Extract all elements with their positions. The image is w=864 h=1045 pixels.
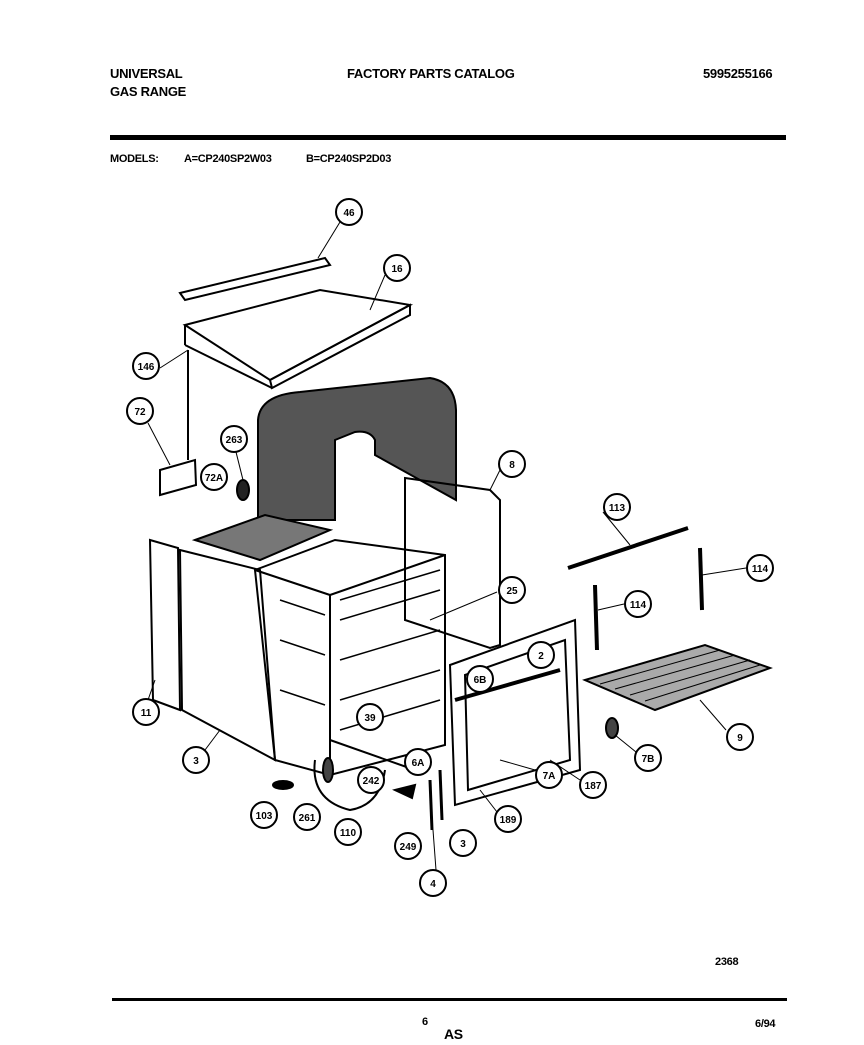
model-b: B=CP240SP2D03 (306, 153, 392, 165)
callout: 189 (494, 805, 522, 833)
callout: 103 (250, 801, 278, 829)
brand-line1: UNIVERSAL (110, 66, 183, 81)
models-label: MODELS: (110, 153, 159, 165)
callouts: 46 16 146 72 263 72A 8 113 114 114 25 2 … (126, 198, 774, 897)
top-panel (182, 288, 414, 382)
callout: 242 (357, 766, 385, 794)
svg-text:11: 11 (141, 708, 152, 719)
svg-text:261: 261 (299, 813, 316, 824)
callout: 6B (466, 665, 494, 693)
brand-line2: GAS RANGE (110, 84, 187, 99)
svg-text:46: 46 (343, 208, 355, 219)
svg-text:103: 103 (256, 811, 273, 822)
callout: 110 (334, 818, 362, 846)
svg-text:39: 39 (364, 713, 376, 724)
svg-text:8: 8 (509, 460, 515, 471)
svg-text:16: 16 (391, 264, 403, 275)
catalog-title: FACTORY PARTS CATALOG (347, 66, 515, 81)
svg-text:2: 2 (538, 651, 544, 662)
svg-text:72A: 72A (205, 473, 223, 484)
page-number: 6 (422, 1016, 428, 1028)
top-brace (178, 256, 332, 302)
svg-text:114: 114 (630, 600, 647, 611)
callout: 114 (624, 590, 652, 618)
svg-text:3: 3 (193, 756, 199, 767)
callout: 114 (746, 554, 774, 582)
callout: 46 (335, 198, 363, 226)
svg-text:7A: 7A (543, 771, 556, 782)
drawing-number: 2368 (715, 956, 739, 968)
svg-text:242: 242 (363, 776, 380, 787)
model-a: A=CP240SP2W03 (184, 153, 272, 165)
callout: 72A (200, 463, 228, 491)
oven-rack (582, 643, 773, 712)
svg-text:114: 114 (752, 564, 769, 575)
section-code: AS (444, 1026, 463, 1042)
callout: 261 (293, 803, 321, 831)
svg-text:6B: 6B (474, 675, 487, 686)
catalog-date: 6/94 (755, 1018, 776, 1030)
callout: 8 (498, 450, 526, 478)
svg-text:189: 189 (500, 815, 517, 826)
oven-door (448, 618, 582, 807)
svg-text:72: 72 (134, 407, 146, 418)
callout: 2 (527, 641, 555, 669)
callout: 3 (449, 829, 477, 857)
svg-text:7B: 7B (642, 754, 655, 765)
svg-text:263: 263 (226, 435, 243, 446)
callout: 9 (726, 723, 754, 751)
side-panel-left (178, 548, 277, 762)
callout: 7B (634, 744, 662, 772)
callout: 39 (356, 703, 384, 731)
callout: 249 (394, 832, 422, 860)
callout: 16 (383, 254, 411, 282)
callout: 187 (579, 771, 607, 799)
callout: 6A (404, 748, 432, 776)
callout: 113 (603, 493, 631, 521)
callout: 72 (126, 397, 154, 425)
catalog-number: 5995255166 (703, 66, 773, 81)
svg-text:25: 25 (506, 586, 518, 597)
svg-text:110: 110 (340, 828, 357, 839)
callout: 3 (182, 746, 210, 774)
svg-text:249: 249 (400, 842, 417, 853)
callout: 263 (220, 425, 248, 453)
svg-text:146: 146 (138, 362, 155, 373)
svg-text:113: 113 (609, 503, 626, 514)
callout: 25 (498, 576, 526, 604)
callout: 7A (535, 761, 563, 789)
footer-divider (112, 998, 787, 1001)
svg-text:9: 9 (737, 733, 743, 744)
header-divider (110, 135, 786, 140)
svg-text:4: 4 (430, 879, 436, 890)
svg-text:187: 187 (585, 781, 602, 792)
callout: 4 (419, 869, 447, 897)
control-panel (159, 458, 198, 497)
callout: 146 (132, 352, 160, 380)
svg-text:6A: 6A (412, 758, 425, 769)
insulation-wrap (257, 376, 457, 521)
callout: 11 (132, 698, 160, 726)
svg-text:3: 3 (460, 839, 466, 850)
